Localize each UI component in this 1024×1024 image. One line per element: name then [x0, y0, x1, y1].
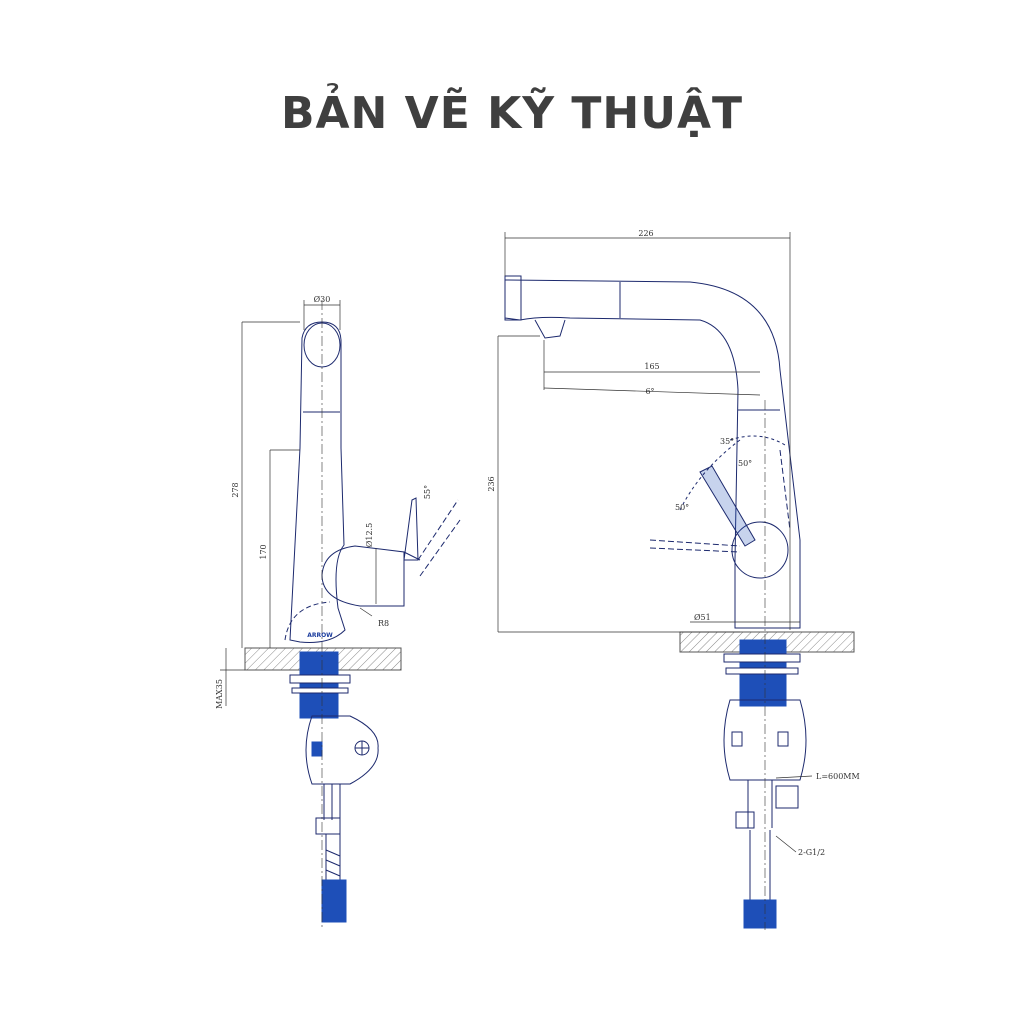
- brand-logo: ARROW: [307, 632, 333, 639]
- dim-reach: 165: [644, 362, 659, 371]
- dim-height-spout: 170: [259, 544, 268, 559]
- dim-angle-upper: 50°: [738, 459, 752, 468]
- dim-handle-diameter: Ø12.5: [365, 523, 374, 547]
- dim-diameter-top: Ø30: [314, 295, 331, 304]
- side-spout-body: [289, 321, 346, 643]
- dim-max-deck: MAX35: [215, 679, 224, 709]
- dim-height-front: 236: [487, 476, 496, 491]
- front-hose: [749, 830, 771, 900]
- side-lever: [403, 497, 419, 561]
- side-hose: [325, 834, 341, 880]
- dim-angle: 55°: [423, 485, 432, 499]
- front-lever: [699, 465, 756, 547]
- front-view: [504, 275, 855, 930]
- dim-angle-lower: 50°: [675, 503, 689, 512]
- side-dimensions: [220, 300, 377, 706]
- label-thread: 2-G1/2: [798, 848, 825, 857]
- front-dimensions: [497, 232, 813, 853]
- side-handle-body: [321, 545, 405, 607]
- front-spout-arm: [504, 279, 801, 629]
- front-cartridge: [731, 521, 789, 579]
- page-title: BẢN VẼ KỸ THUẬT: [280, 88, 744, 139]
- side-view: [244, 300, 461, 930]
- dim-height-total: 278: [231, 482, 240, 497]
- side-shank: [299, 651, 339, 719]
- dim-base-diameter: Ø51: [694, 613, 711, 622]
- front-valve-body: [723, 699, 807, 781]
- dim-angle-top: 35°: [720, 437, 734, 446]
- front-spray-head: [504, 275, 522, 321]
- dim-width-total: 226: [638, 229, 653, 238]
- dim-base-radius: R8: [378, 619, 389, 628]
- dim-tilt: 6°: [645, 387, 654, 396]
- label-hose-length: L=600MM: [816, 772, 860, 781]
- side-valve-body: [305, 715, 379, 785]
